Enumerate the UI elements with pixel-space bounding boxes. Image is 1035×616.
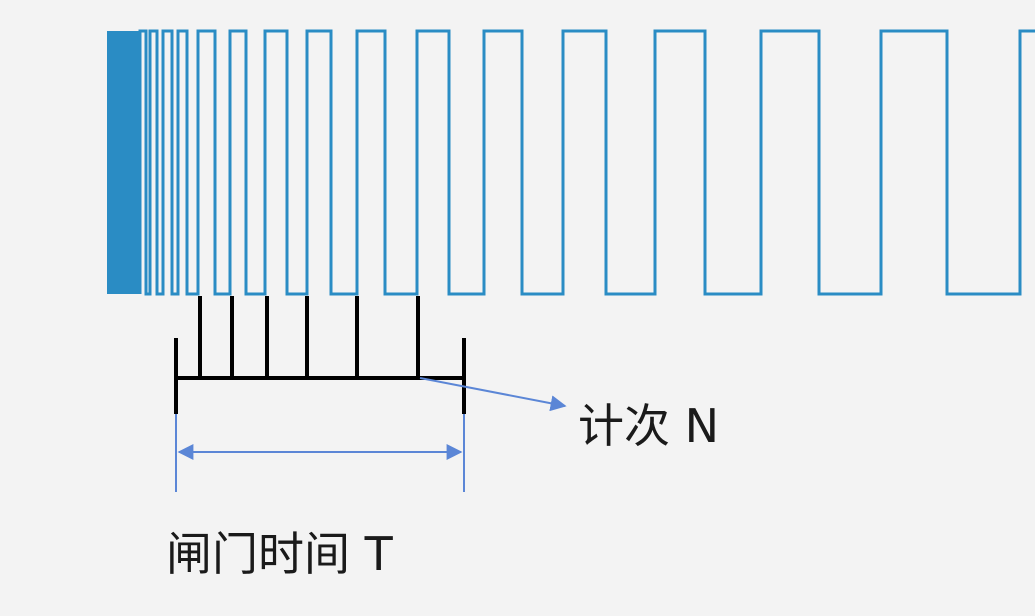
gate-time-label: 闸门时间 T	[166, 527, 394, 581]
count-tick-group	[174, 296, 466, 414]
square-waveform	[138, 29, 1035, 296]
waveform-dense-region	[107, 31, 141, 294]
count-pointer-arrow	[419, 377, 567, 412]
count-label: 计次 N	[578, 399, 719, 453]
